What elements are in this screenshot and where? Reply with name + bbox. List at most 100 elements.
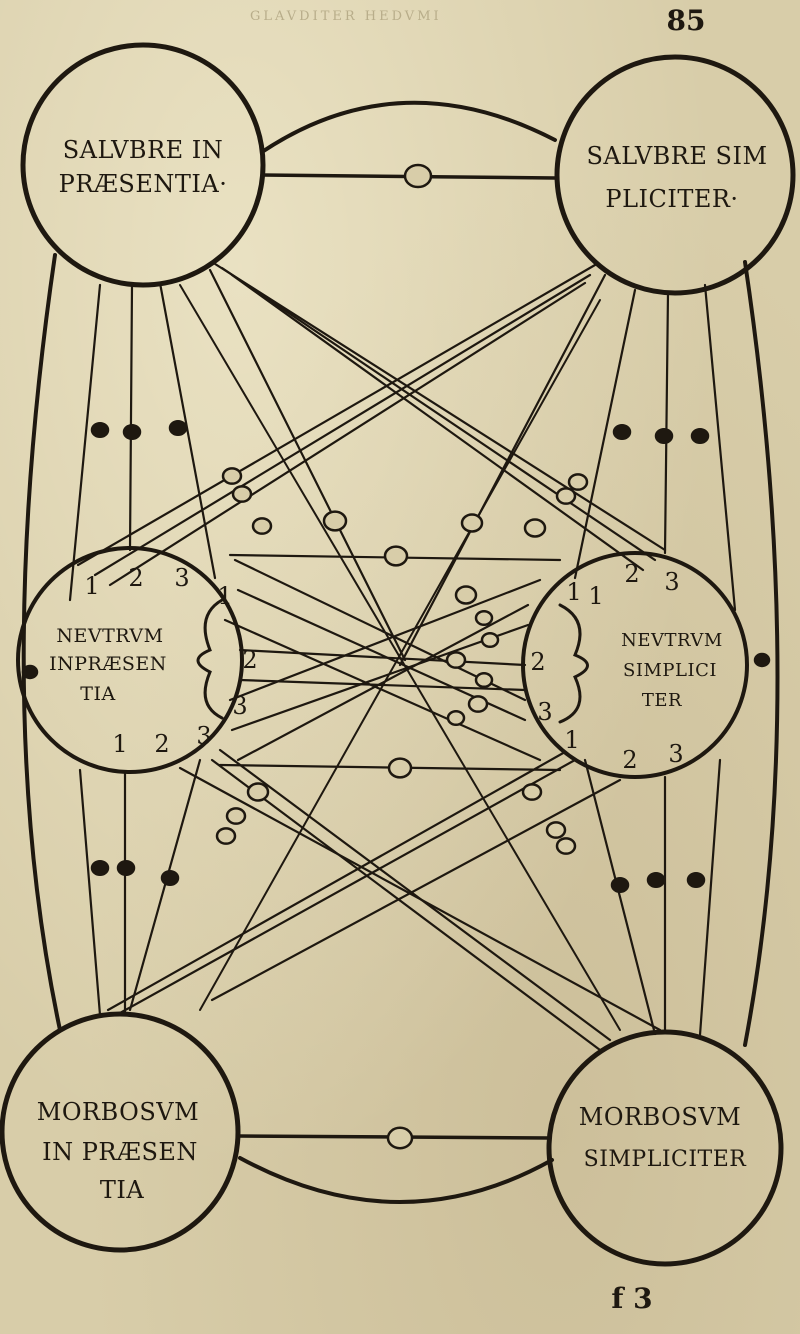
numeral: 2 (242, 646, 257, 674)
ring-marker (246, 782, 270, 802)
ring-marker (251, 517, 273, 535)
ring-marker (523, 518, 547, 538)
ring-marker (545, 821, 567, 839)
circle-label-line-1: NEVTRVM (621, 630, 723, 651)
dot-marker (646, 871, 666, 889)
ring-marker (521, 783, 543, 801)
dot-marker (690, 427, 710, 445)
circle-label-line-2: PLICITER· (605, 185, 738, 213)
connection-line (128, 283, 134, 552)
numeral: 1 (84, 572, 99, 600)
connection-line (178, 766, 662, 1032)
connection-line (663, 290, 670, 555)
circle-outline (546, 1029, 784, 1267)
dot-marker (686, 871, 706, 889)
dot-marker (753, 652, 771, 668)
circle-salubre-simpliciter: SALVBRE SIM PLICITER· (554, 54, 796, 296)
brace-shape (196, 598, 224, 720)
line-markers (21, 163, 771, 1150)
connection-line (68, 283, 102, 602)
ring-marker (215, 827, 237, 845)
connection-line (220, 266, 657, 562)
header-bleed-text: GLAVDITER HEDVMI (250, 9, 442, 24)
connection-line (210, 778, 622, 1002)
dot-marker (116, 859, 136, 877)
circle-label-line-1: NEVTRVM (56, 625, 163, 647)
dot-marker (21, 664, 39, 680)
numeral: 1 (564, 726, 579, 754)
connection-arc (238, 1156, 554, 1204)
connection-line (158, 281, 217, 580)
connection-line (76, 263, 597, 567)
ring-marker (454, 585, 478, 605)
ring-marker (403, 163, 433, 189)
numeral: 1 (566, 578, 581, 606)
circle-neutrum-in-praesentia: NEVTRVM INPRÆSEN TIA 1 2 3 1 2 3 1 2 3 (16, 546, 258, 774)
circle-label-line-2: SIMPLICI (623, 660, 717, 681)
circle-neutrum-simpliciter: NEVTRVM SIMPLICI TER 1 2 3 1 2 3 1 2 3 (521, 551, 749, 779)
ring-marker (567, 473, 589, 491)
connection-line (108, 281, 587, 587)
dot-marker (654, 427, 674, 445)
connection-line (78, 768, 102, 1017)
numeral: 2 (622, 746, 637, 774)
numeral: 3 (537, 698, 552, 726)
ring-marker (446, 709, 466, 727)
connection-line (223, 618, 542, 762)
ring-marker (383, 545, 409, 567)
dot-marker (160, 869, 180, 887)
circle-label-line-1: SALVBRE SIM (586, 142, 767, 170)
numeral: 1 (588, 582, 603, 610)
dot-marker (90, 421, 110, 439)
connection-line (128, 758, 202, 1012)
connection-line (210, 260, 667, 552)
page-number: 85 (667, 4, 706, 37)
ring-marker (322, 510, 348, 532)
connection-line (236, 603, 530, 762)
circle-label-line-2: IN PRÆSEN (42, 1138, 198, 1166)
circle-morbosum-in-praesentia: MORBOSVM IN PRÆSEN TIA (0, 1011, 241, 1253)
circle-outline (20, 42, 266, 288)
ring-marker (555, 487, 577, 505)
numeral: 1 (112, 730, 127, 758)
numeral: 2 (128, 564, 143, 592)
numeral: 3 (664, 568, 679, 596)
circle-morbosum-simpliciter: MORBOSVM SIMPLICITER (546, 1029, 784, 1267)
dot-marker (612, 423, 632, 441)
connection-line (208, 268, 407, 662)
connection-arc (260, 100, 557, 154)
circle-label-line-1: SALVBRE IN (63, 136, 224, 164)
ring-marker (221, 467, 243, 485)
connection-line (398, 273, 607, 667)
connection-line (238, 648, 527, 667)
connection-line (106, 750, 567, 1012)
numeral: 3 (668, 740, 683, 768)
connection-line (118, 758, 577, 1015)
connection-line (210, 758, 602, 1052)
signature-mark: f 3 (611, 1282, 652, 1315)
dot-marker (168, 419, 188, 437)
ring-marker (460, 513, 484, 533)
ring-marker (480, 631, 500, 649)
circle-outline (521, 551, 749, 779)
connection-line (218, 748, 612, 1042)
numeral: 2 (154, 730, 169, 758)
circle-label-line-3: TER (642, 690, 682, 711)
circle-label-line-3: TIA (80, 683, 115, 705)
connection-line (228, 578, 542, 702)
ring-marker (555, 837, 577, 855)
circle-label-line-1: MORBOSVM (579, 1103, 741, 1131)
connection-line (698, 758, 722, 1037)
brace-shape (558, 603, 589, 724)
circle-label-line-2: PRÆSENTIA· (59, 170, 228, 198)
circle-outline (0, 1011, 241, 1253)
ring-marker (225, 807, 247, 825)
connection-line (573, 288, 637, 580)
circle-outline (554, 54, 796, 296)
ring-marker (231, 485, 253, 503)
circle-label-line-2: SIMPLICITER (584, 1147, 748, 1172)
connection-line (230, 623, 530, 732)
ring-marker (445, 651, 467, 669)
dot-marker (90, 859, 110, 877)
